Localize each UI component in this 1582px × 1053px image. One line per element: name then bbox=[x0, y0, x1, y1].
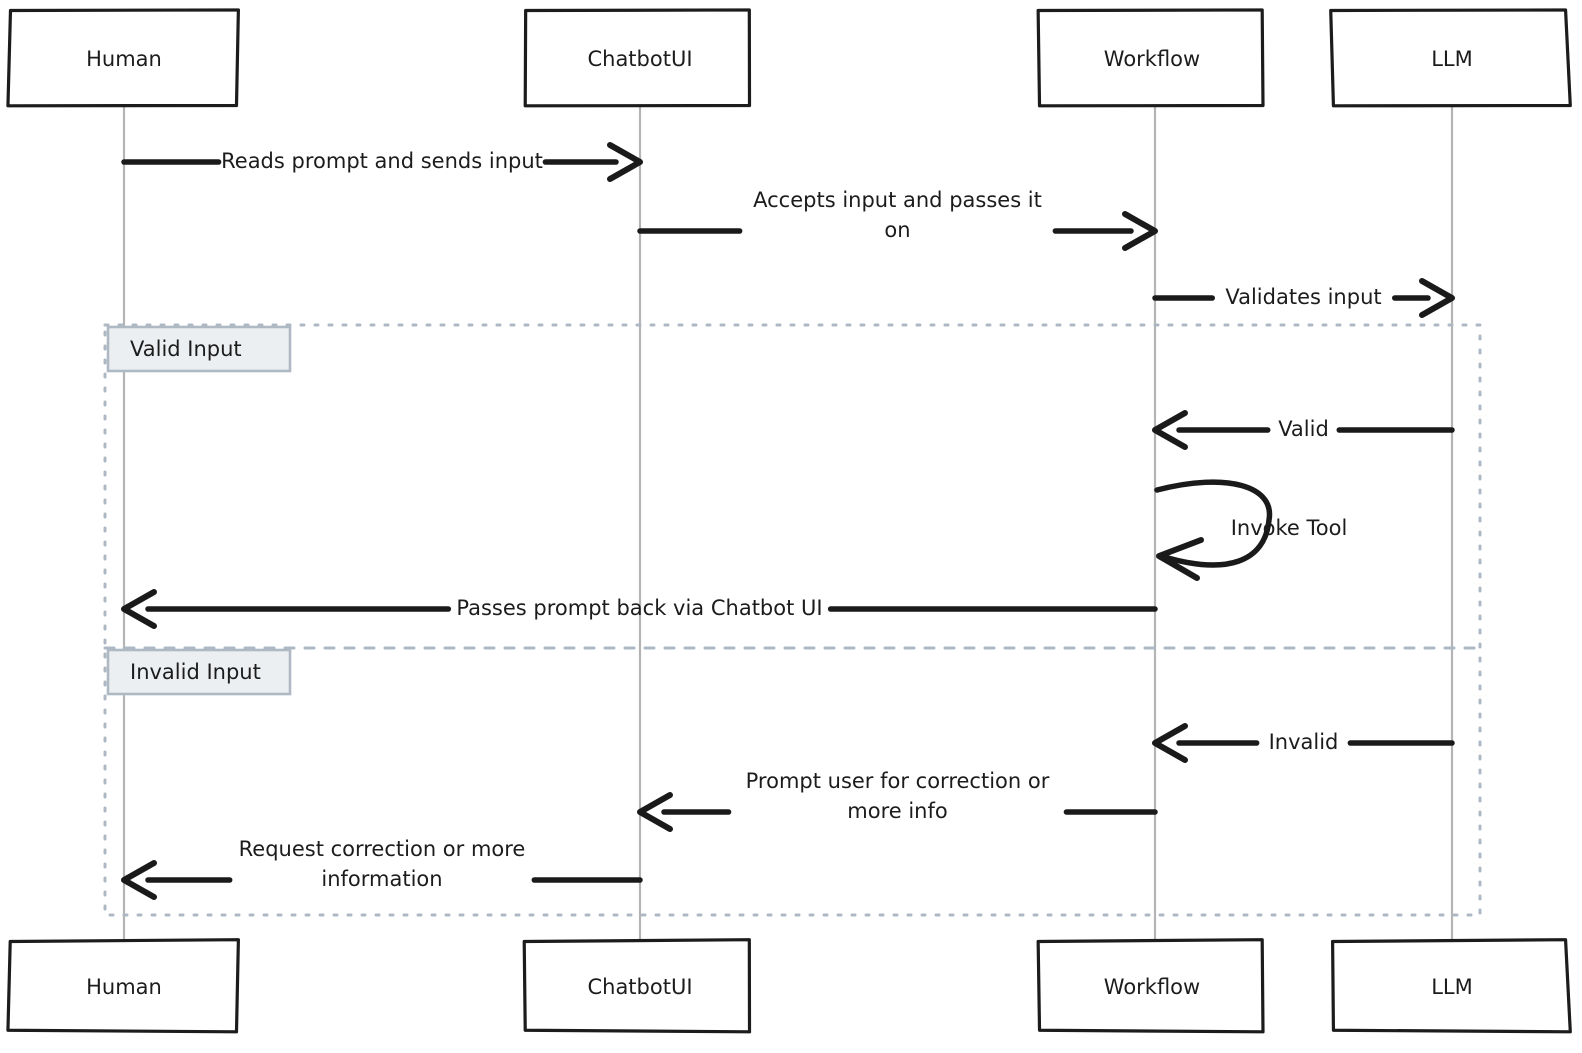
actor-box-human-bottom[interactable]: Human bbox=[6, 938, 240, 1034]
message-label-m1: Reads prompt and sends input bbox=[221, 149, 543, 173]
actor-label-llm-bottom: LLM bbox=[1431, 975, 1473, 999]
message-label-m4: Valid bbox=[1278, 417, 1329, 441]
message-label-m3: Validates input bbox=[1225, 285, 1381, 309]
message-label-m5: Invoke Tool bbox=[1231, 516, 1348, 540]
actor-box-chatbotui-bottom[interactable]: ChatbotUI bbox=[522, 938, 752, 1034]
region-tag-valid: Valid Input bbox=[106, 325, 292, 373]
actor-box-human-top[interactable]: Human bbox=[6, 8, 240, 108]
region-tag-label-invalid: Invalid Input bbox=[130, 660, 261, 684]
actor-box-workflow-top[interactable]: Workflow bbox=[1036, 8, 1265, 108]
message-label-m7: Invalid bbox=[1269, 730, 1339, 754]
actor-label-human-top: Human bbox=[86, 47, 162, 71]
actor-label-chatbotui-top: ChatbotUI bbox=[587, 47, 692, 71]
message-m4: Valid bbox=[1152, 410, 1455, 450]
message-m6: Passes prompt back via Chatbot UI bbox=[121, 589, 1158, 629]
actor-box-chatbotui-top[interactable]: ChatbotUI bbox=[523, 8, 752, 108]
actor-label-chatbotui-bottom: ChatbotUI bbox=[587, 975, 692, 999]
region-tag-invalid: Invalid Input bbox=[106, 648, 292, 696]
lifelines-layer bbox=[122, 106, 1454, 940]
message-m1: Reads prompt and sends input bbox=[121, 142, 643, 182]
actor-box-llm-top[interactable]: LLM bbox=[1329, 8, 1572, 108]
message-m7: Invalid bbox=[1152, 723, 1455, 763]
actor-label-human-bottom: Human bbox=[86, 975, 162, 999]
message-m3: Validates input bbox=[1152, 278, 1455, 318]
message-label-m6: Passes prompt back via Chatbot UI bbox=[456, 596, 822, 620]
actor-label-llm-top: LLM bbox=[1431, 47, 1473, 71]
actor-box-llm-bottom[interactable]: LLM bbox=[1331, 938, 1572, 1034]
actor-box-workflow-bottom[interactable]: Workflow bbox=[1036, 938, 1265, 1034]
actor-label-workflow-top: Workflow bbox=[1104, 47, 1200, 71]
region-tag-label-valid: Valid Input bbox=[130, 337, 242, 361]
alt-regions-layer bbox=[103, 323, 1482, 917]
alt-region-alt-block bbox=[103, 323, 1482, 917]
message-m5: Invoke Tool bbox=[1154, 479, 1348, 581]
actor-label-workflow-bottom: Workflow bbox=[1104, 975, 1200, 999]
